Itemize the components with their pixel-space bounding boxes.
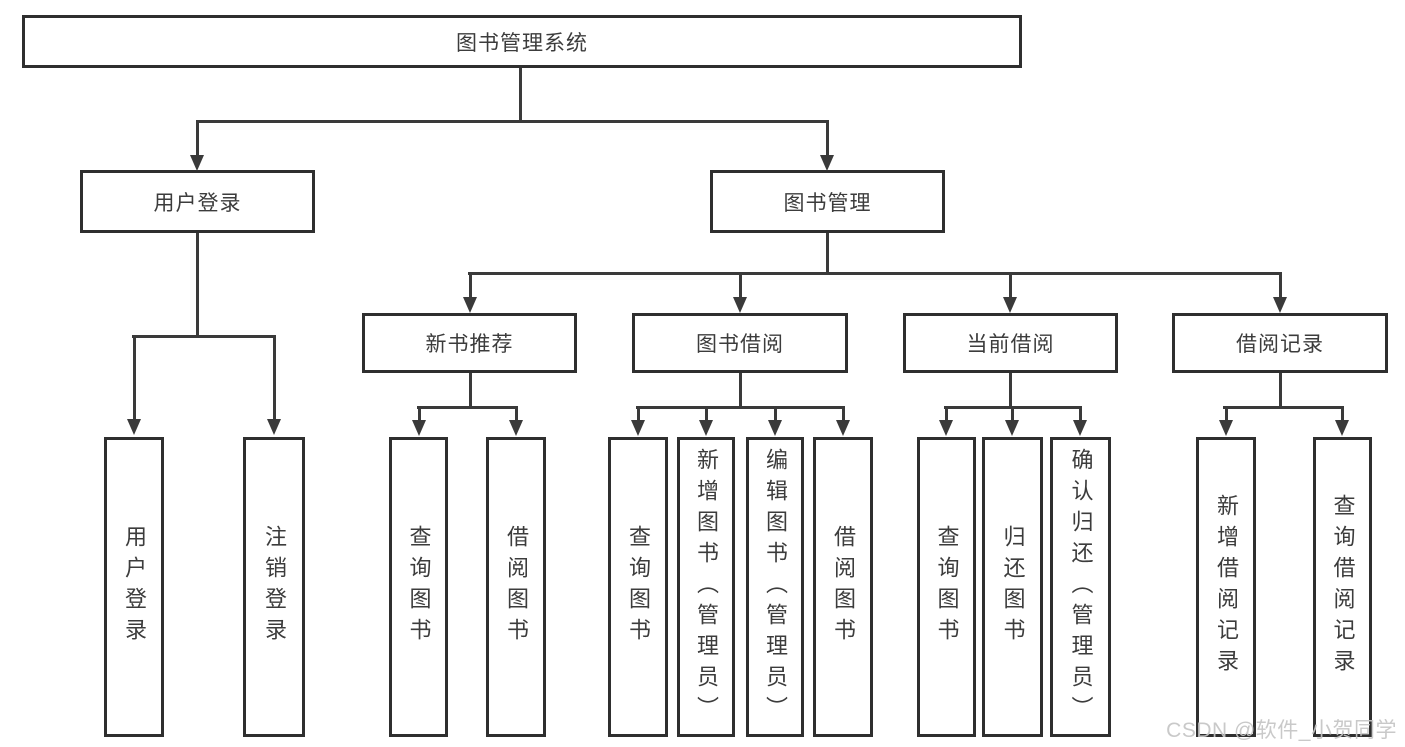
leaf-add-borrow-record: 新增借阅记录 [1196,437,1256,737]
connector-line [636,406,640,422]
connector-line [1223,406,1344,409]
connector-line [841,406,845,422]
connector-line [1078,406,1082,422]
connector-line [1340,406,1344,422]
connector-line [468,373,472,408]
arrowhead-down [463,297,477,313]
node-borrow-records: 借阅记录 [1172,313,1388,373]
arrowhead-down [1073,420,1087,436]
connector-line [1278,373,1282,408]
connector-line [468,272,1282,275]
connector-line [738,373,742,408]
connector-line [518,68,522,123]
connector-line [514,406,518,422]
connector-line [1008,272,1012,299]
leaf-query-books-current: 查询图书 [917,437,976,737]
leaf-borrow-books: 借阅图书 [813,437,873,737]
leaf-query-books-recommend: 查询图书 [389,437,448,737]
node-new-book-recommend: 新书推荐 [362,313,577,373]
node-book-management: 图书管理 [710,170,945,233]
connector-line [773,406,777,422]
leaf-edit-books-admin: 编辑图书（管理员） [746,437,804,737]
connector-line [944,406,1081,409]
leaf-label: 确认归还（管理员） [1068,447,1094,727]
csdn-watermark: CSDN @软件_小贺同学 [1166,719,1397,742]
arrowhead-down [267,419,281,435]
arrowhead-down [1005,420,1019,436]
leaf-label: 查询借阅记录 [1330,494,1356,680]
leaf-label: 查询图书 [934,525,960,649]
connector-line [1224,406,1228,422]
connector-line [132,335,136,421]
connector-line [825,233,829,275]
arrowhead-down [1273,297,1287,313]
arrowhead-down [509,420,523,436]
connector-line [1278,272,1282,299]
leaf-user-login: 用户登录 [104,437,164,737]
leaf-label: 查询图书 [626,525,651,649]
connector-line [196,120,829,123]
arrowhead-down [836,420,850,436]
connector-line [468,272,472,299]
arrowhead-down [190,155,204,171]
leaf-borrow-books-recommend: 借阅图书 [486,437,546,737]
arrowhead-down [1219,420,1233,436]
leaf-label: 编辑图书（管理员） [763,447,788,727]
arrowhead-down [127,419,141,435]
arrowhead-down [939,420,953,436]
leaf-query-borrow-record: 查询借阅记录 [1313,437,1372,737]
leaf-label: 查询图书 [406,525,432,649]
node-book-management-label: 图书管理 [783,191,872,215]
leaf-label: 归还图书 [1000,525,1026,649]
connector-line [1008,373,1012,408]
node-root: 图书管理系统 [22,15,1022,68]
connector-line [1010,406,1014,422]
leaf-label: 新增图书（管理员） [694,447,719,727]
connector-line [272,335,276,421]
arrowhead-down [412,420,426,436]
arrowhead-down [1003,297,1017,313]
node-current-borrow-label: 当前借阅 [966,333,1055,356]
arrowhead-down [699,420,713,436]
node-borrow-records-label: 借阅记录 [1236,333,1324,356]
connector-line [825,120,829,157]
leaf-label: 借阅图书 [504,525,529,649]
node-root-label: 图书管理系统 [456,31,588,55]
arrowhead-down [1335,420,1349,436]
arrowhead-down [631,420,645,436]
leaf-label: 新增借阅记录 [1214,494,1239,680]
connector-line [195,233,199,337]
connector-line [636,406,845,409]
leaf-query-books-borrow: 查询图书 [608,437,668,737]
leaf-label: 借阅图书 [831,525,856,649]
leaf-add-books-admin: 新增图书（管理员） [677,437,735,737]
connector-line [704,406,708,422]
connector-line [132,335,276,338]
connector-line [738,272,742,299]
connector-line [417,406,518,409]
arrowhead-down [768,420,782,436]
connector-line [417,406,421,422]
node-user-login: 用户登录 [80,170,315,233]
node-current-borrow: 当前借阅 [903,313,1118,373]
leaf-logout: 注销登录 [243,437,305,737]
node-book-borrow: 图书借阅 [632,313,848,373]
leaf-label: 注销登录 [262,525,287,649]
arrowhead-down [733,297,747,313]
connector-line [195,120,199,157]
node-user-login-label: 用户登录 [153,191,242,215]
connector-line [944,406,948,422]
leaf-confirm-return-admin: 确认归还（管理员） [1050,437,1111,737]
node-book-borrow-label: 图书借阅 [696,333,784,356]
arrowhead-down [820,155,834,171]
node-new-book-recommend-label: 新书推荐 [425,333,514,356]
leaf-label: 用户登录 [122,525,147,649]
leaf-return-books: 归还图书 [982,437,1043,737]
